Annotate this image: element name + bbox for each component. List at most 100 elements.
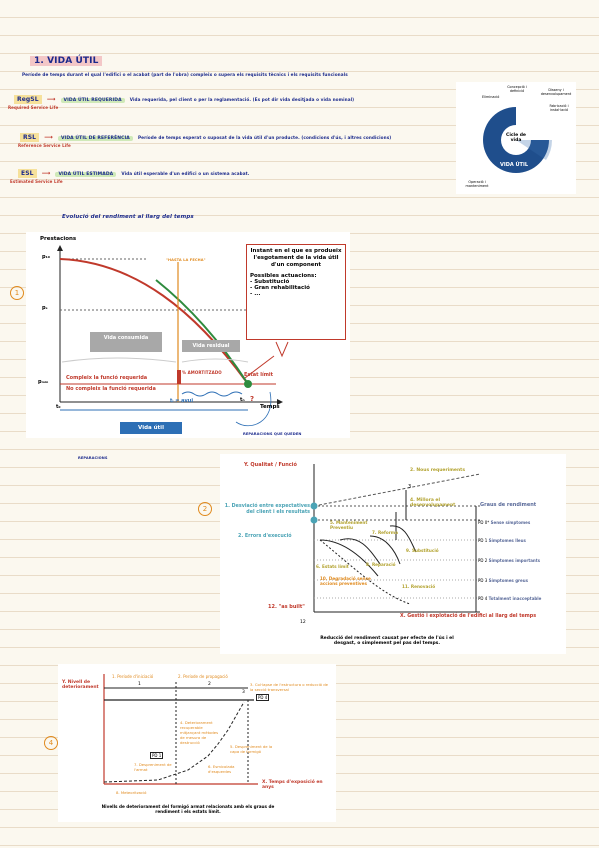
arrow-icon: ⟶ — [41, 170, 51, 177]
fig2-label-12: 12. "as built" — [268, 604, 305, 610]
fig1-estat-limit: Estat límit — [244, 372, 274, 378]
fig2-grades-title: Graus de rendiment — [480, 502, 537, 508]
fig1-action-item: - ... — [250, 291, 261, 297]
term-esl: ESL ⟶ VIDA ÚTIL ESTIMADA Vida útil esper… — [18, 160, 249, 179]
fig3-pd1: PD 1 — [150, 752, 164, 759]
figure-concrete-deterioration: Y. Nivell de deteriorament 1. Període d'… — [58, 664, 336, 822]
term-abbr: RegSL — [14, 95, 42, 104]
figure3-svg — [103, 674, 258, 785]
fig2-label-11: 11. Renovació — [402, 584, 436, 589]
fig2-label-8: 8. Reparació — [366, 562, 396, 567]
fig2-xlabel: X. Gestió i explotació de l'edifici al l… — [400, 614, 537, 619]
term-label: VIDA ÚTIL ESTIMADA — [55, 172, 117, 177]
fig2-caption: Reducció del rendiment causat per efecte… — [320, 636, 454, 646]
fig1-tn: tₙ — [240, 397, 245, 403]
fig3-l4: 4. Deteriorament recuperable mitjançant … — [180, 720, 219, 745]
fig1-amortitzado: % AMORTITZADO — [182, 370, 222, 375]
fig1-reparacions: REPARACIONS — [78, 456, 108, 460]
term-regsl: RegSL ⟶ VIDA ÚTIL REQUERIDA Vida requeri… — [14, 86, 354, 105]
heading-text: 1. VIDA ÚTIL — [30, 56, 103, 66]
fig2-grade-row: PD 1 Símptomes lleus — [478, 538, 526, 543]
fig3-n1: 1 — [138, 682, 141, 687]
cycle-center-label: Cicle de vida — [506, 133, 526, 143]
fig1-action-item: - Substitució — [250, 279, 290, 285]
fig3-caption: Nivells de deteriorament del formigó arm… — [101, 804, 275, 814]
fig3-p2: 2. Període de propagació — [178, 674, 228, 679]
term-full: Reference Service Life — [18, 143, 71, 148]
fig1-xlabel: Temps — [260, 404, 280, 410]
arrow-icon: ⟶ — [46, 96, 56, 103]
fig1-callout-text: Instant en el que es produeix l'esgotame… — [250, 248, 342, 268]
fig1-question: ? — [250, 395, 255, 403]
fig3-ylabel: Y. Nivell de deteriorament — [62, 680, 99, 690]
fig2-label-10: 10. Degradació sense accions preventives — [320, 576, 371, 586]
term-full: Required Service Life — [8, 105, 59, 110]
cycle-label-fabricacio: Fabricació i instal·lació — [549, 104, 569, 112]
fig1-residual-box: Vida residual — [182, 340, 240, 352]
fig1-callout-box: Instant en el que es produeix l'esgotame… — [246, 244, 346, 340]
term-abbr: ESL — [18, 169, 37, 178]
fig1-p10: p₁₀ — [42, 254, 50, 260]
fig2-grade-row: PD 3 Símptomes greus — [478, 578, 528, 583]
fig2-label-6: 6. Estats límit — [316, 564, 349, 569]
fig2-num-12: 12 — [300, 620, 306, 625]
fig2-grade-row: PD 2 Símptomes importants — [478, 558, 541, 563]
figure-performance-reduction: Y. Qualitat / Funció 1. Desviació entre … — [220, 454, 566, 654]
fig1-t0: t₀ — [56, 404, 61, 410]
fig1-consumed-box: Vida consumida — [90, 332, 162, 352]
term-abbr: RSL — [20, 133, 40, 142]
fig1-reparacions-queden: REPARACIONS QUE QUEDEN — [243, 432, 302, 436]
fig3-l8: 8. Meteorització — [116, 790, 147, 795]
term-desc: Vida requerida, pel client o per la regl… — [129, 97, 355, 102]
fig2-grade-row: PD 0* Sense símptomes — [478, 520, 531, 525]
cycle-label-concepcio: Concepció i definició — [507, 85, 527, 93]
cycle-label-disseny: Disseny i desenvolupament — [540, 88, 572, 96]
fig1-vida-util-box: Vida útil — [120, 422, 182, 434]
fig1-compleix: Compleix la funció requerida — [66, 375, 148, 381]
cycle-main-label: VIDA ÚTIL — [500, 162, 529, 168]
arrow-icon: ⟶ — [44, 134, 53, 141]
fig2-label-3: 3 — [408, 484, 412, 490]
term-label: VIDA ÚTIL REQUERIDA — [60, 98, 125, 103]
section-marker-1: 1 — [10, 286, 24, 300]
section-marker-2: 2 — [198, 502, 212, 516]
term-rsl: RSL ⟶ VIDA ÚTIL DE REFERÈNCIA Període de… — [20, 124, 391, 143]
fig2-label-1: 1. Desviació entre expectatives del clie… — [224, 504, 310, 515]
section-marker-4: 4 — [44, 736, 58, 750]
term-label: VIDA ÚTIL DE REFERÈNCIA — [57, 136, 133, 141]
fig3-p1: 1. Període d'iniciació — [112, 674, 154, 679]
fig2-label-4: 4. Millora el desenvolupament — [410, 498, 456, 508]
fig3-l6: 6. Esmicolada d'esquerdes — [208, 764, 235, 774]
fig2-label-2: 2. Errors d'execució — [238, 534, 292, 539]
fig2-ylabel: Y. Qualitat / Funció — [244, 462, 297, 468]
fig1-action-item: - Gran rehabilitació — [250, 285, 310, 291]
fig1-actions-title: Possibles actuacions: — [250, 273, 317, 279]
fig2-grade-row: PD 4 Totalment inacceptable — [478, 596, 542, 601]
fig2-label-nous-req: 2. Nous requeriments — [410, 468, 465, 473]
fig2-label-5: 5. Manteniment Preventiu — [330, 520, 368, 530]
fig1-no-compleix: No compleix la funció requerida — [66, 386, 156, 392]
cycle-label-eliminacio: Eliminació — [482, 95, 500, 99]
life-cycle-diagram: Cicle de vida VIDA ÚTIL Concepció i defi… — [456, 82, 576, 194]
cycle-label-operacio: Operació i manteniment — [465, 180, 489, 188]
fig1-ps: pₛ — [42, 305, 48, 311]
fig1-hasta-la-fecha: "HASTA LA FECHA" — [166, 258, 206, 262]
fig3-pd4: PD 4 — [256, 694, 270, 701]
figure-service-life: Prestacions p₁₀ pₛ pₘᵢₙ t₀ tₙ ? Temps Vi… — [26, 232, 350, 438]
fig1-pmin: pₘᵢₙ — [38, 379, 49, 385]
fig2-label-9: 9. Substitució — [406, 548, 439, 553]
fig3-p3: 3. Col·lapse de l'estructura o reducció … — [250, 682, 328, 692]
fig3-n3: 3 — [242, 690, 245, 695]
fig1-ylabel: Prestacions — [40, 236, 77, 242]
fig3-l7: 7. Despreniment de l'armat — [134, 762, 172, 772]
life-cycle-svg — [483, 104, 553, 173]
fig3-n2: 2 — [208, 682, 211, 687]
fig3-xlabel: X. Temps d'exposició en anys — [262, 780, 323, 790]
fig1-avui: tᵢ = avui — [170, 398, 194, 404]
term-desc: Vida útil esperable d'un edifici o un si… — [121, 171, 250, 176]
intro-text: Període de temps durant el qual l'edific… — [22, 72, 348, 77]
fig3-l5: 5. Despreniment de la capa de formigó — [230, 744, 273, 754]
fig2-label-7: 7. Reforma — [372, 530, 398, 535]
page-heading: 1. VIDA ÚTIL — [30, 48, 103, 67]
figure1-svg — [57, 245, 289, 427]
